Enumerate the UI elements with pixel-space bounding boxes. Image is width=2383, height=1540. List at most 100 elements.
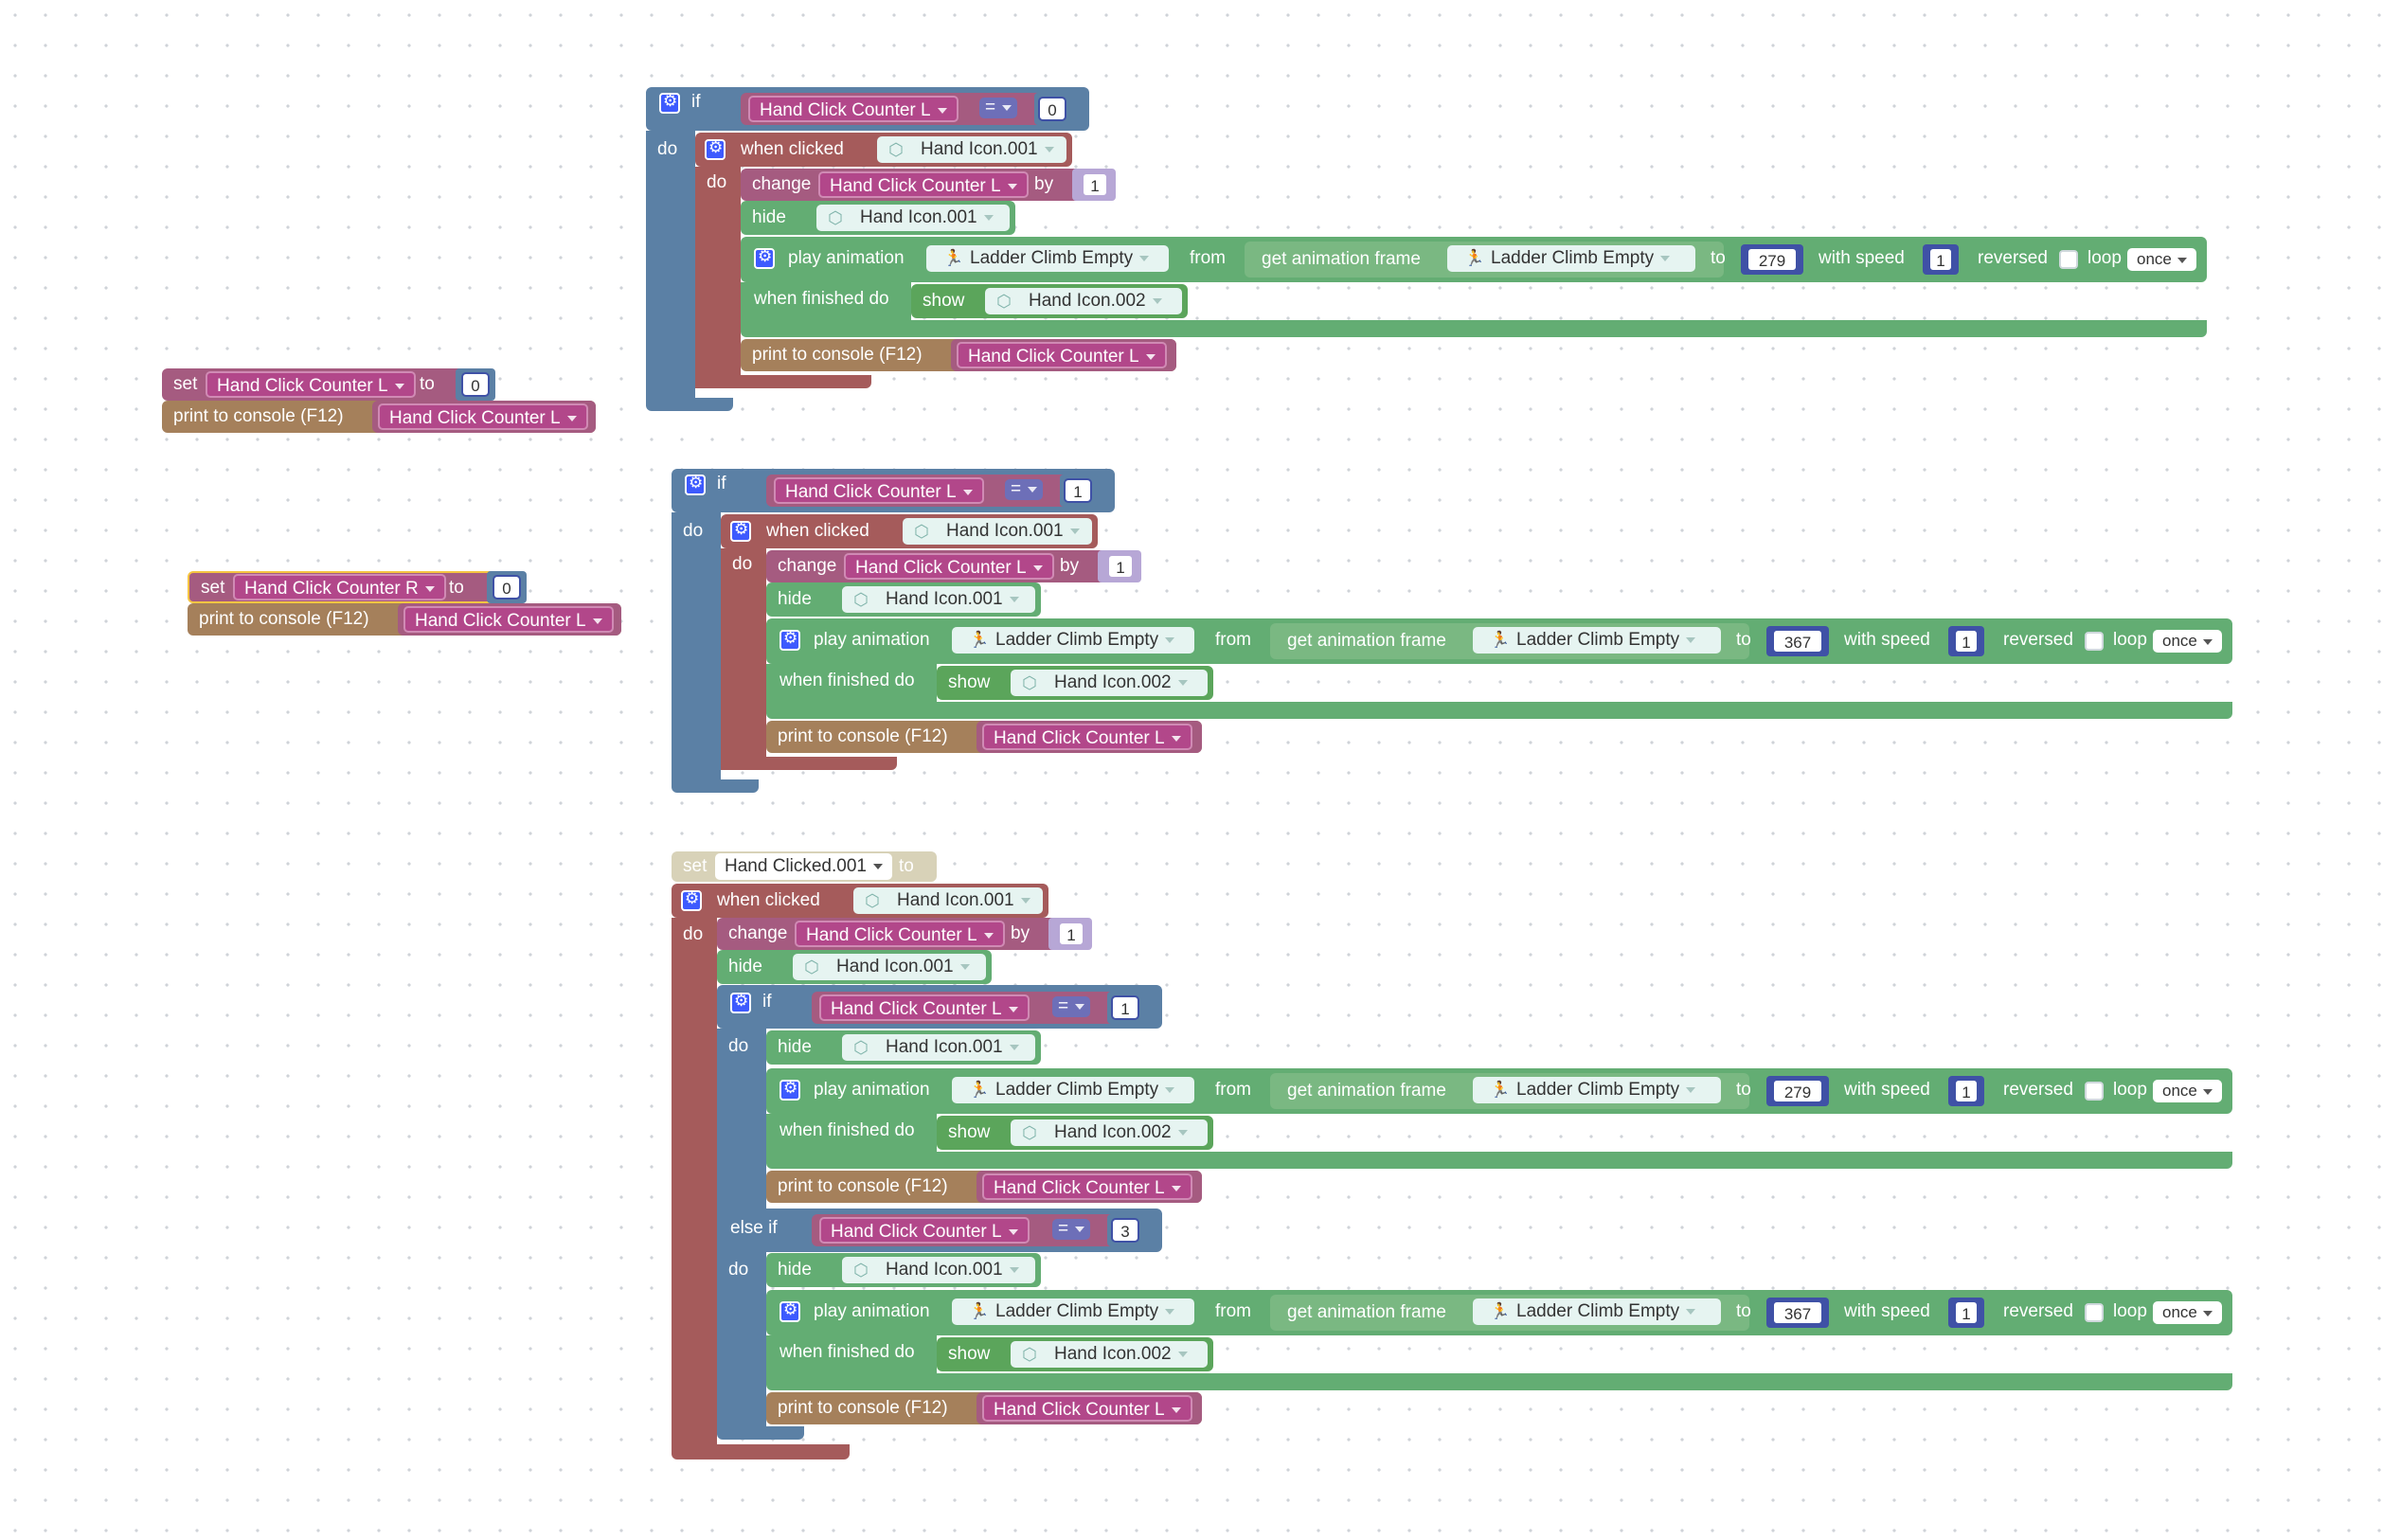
variable-dropdown[interactable]: Hand Click Counter L	[957, 342, 1167, 368]
number-input[interactable]: 279	[1747, 247, 1798, 272]
variable-dropdown[interactable]: Hand Click Counter L	[982, 724, 1192, 750]
number-input[interactable]: 1	[1111, 995, 1139, 1020]
show-block[interactable]: show Hand Icon.002 ⬡	[937, 1337, 1213, 1371]
gear-icon[interactable]	[754, 247, 775, 269]
change-block[interactable]: change Hand Click Counter L by 1	[717, 918, 1092, 950]
loop-dropdown[interactable]: once	[2153, 630, 2222, 653]
if-block[interactable]: if Hand Click Counter L = 1	[672, 469, 1115, 512]
gear-icon[interactable]	[705, 138, 726, 160]
number-input[interactable]: 0	[1038, 97, 1066, 121]
animation-dropdown[interactable]: Ladder Climb Empty	[1473, 1298, 1721, 1325]
reversed-checkbox[interactable]	[2085, 632, 2104, 651]
when-clicked-block[interactable]: when clicked Hand Icon.001 ⬡	[721, 514, 1098, 548]
number-input[interactable]: 0	[461, 372, 490, 397]
object-dropdown[interactable]: Hand Icon.001	[877, 136, 1066, 163]
when-clicked-block[interactable]: when clicked Hand Icon.001 ⬡	[672, 884, 1048, 918]
number-input[interactable]: 1	[1954, 1079, 1979, 1103]
object-dropdown[interactable]: Hand Icon.002	[1011, 1341, 1208, 1368]
animation-dropdown[interactable]: Ladder Climb Empty	[1447, 245, 1695, 272]
reversed-checkbox[interactable]	[2085, 1303, 2104, 1322]
operator-dropdown[interactable]: =	[1052, 1219, 1091, 1240]
gear-icon[interactable]	[779, 1079, 800, 1101]
animation-dropdown[interactable]: Ladder Climb Empty	[952, 627, 1194, 654]
gear-icon[interactable]	[779, 1300, 800, 1322]
loop-dropdown[interactable]: once	[2153, 1080, 2222, 1102]
gear-icon[interactable]	[779, 629, 800, 651]
variable-dropdown[interactable]: Hand Click Counter L	[982, 1395, 1192, 1422]
set-counter-r-block[interactable]: set Hand Click Counter R to 0	[188, 571, 527, 603]
variable-dropdown[interactable]: Hand Click Counter L	[818, 171, 1029, 198]
set-counter-l-block[interactable]: set Hand Click Counter L to 0	[162, 368, 495, 401]
show-block[interactable]: show Hand Icon.002 ⬡	[911, 284, 1188, 318]
hide-block[interactable]: hide Hand Icon.001 ⬡	[717, 950, 992, 984]
variable-dropdown[interactable]: Hand Click Counter L	[748, 96, 959, 122]
variable-dropdown[interactable]: Hand Click Counter L	[403, 606, 614, 633]
variable-dropdown[interactable]: Hand Click Counter L	[774, 477, 984, 504]
object-dropdown[interactable]: Hand Icon.001	[903, 518, 1092, 545]
hide-block[interactable]: hide Hand Icon.001 ⬡	[766, 1030, 1041, 1065]
print-block[interactable]: print to console (F12) Hand Click Counte…	[766, 1171, 1202, 1203]
operator-dropdown[interactable]: =	[979, 98, 1018, 118]
animation-dropdown[interactable]: Ladder Climb Empty	[1473, 1077, 1721, 1103]
number-input[interactable]: 0	[493, 575, 521, 600]
hide-block[interactable]: hide Hand Icon.001 ⬡	[766, 582, 1041, 617]
number-input[interactable]: 1	[1058, 922, 1084, 946]
object-dropdown[interactable]: Hand Icon.001	[793, 954, 986, 980]
operator-dropdown[interactable]: =	[1005, 479, 1044, 500]
loop-dropdown[interactable]: once	[2153, 1301, 2222, 1324]
gear-icon[interactable]	[730, 992, 751, 1013]
number-input[interactable]: 1	[1107, 554, 1134, 579]
gear-icon[interactable]	[681, 889, 702, 911]
hide-block[interactable]: hide Hand Icon.001 ⬡	[766, 1253, 1041, 1287]
number-input[interactable]: 1	[1064, 478, 1092, 503]
object-dropdown[interactable]: Hand Icon.002	[985, 288, 1182, 314]
print-block[interactable]: print to console (F12) Hand Click Counte…	[188, 603, 621, 636]
object-dropdown[interactable]: Hand Icon.002	[1011, 670, 1208, 696]
gear-icon[interactable]	[685, 474, 706, 495]
play-animation-block[interactable]: play animation Ladder Climb Empty 🏃 from…	[741, 237, 2207, 282]
number-input[interactable]: 1	[1954, 629, 1979, 654]
reversed-checkbox[interactable]	[2059, 250, 2078, 269]
show-block[interactable]: show Hand Icon.002 ⬡	[937, 1116, 1213, 1150]
change-block[interactable]: change Hand Click Counter L by 1	[766, 550, 1141, 582]
number-input[interactable]: 1	[1928, 247, 1953, 272]
object-dropdown[interactable]: Hand Icon.001	[816, 205, 1010, 231]
change-block[interactable]: change Hand Click Counter L by 1	[741, 169, 1116, 201]
play-animation-block[interactable]: play animation Ladder Climb Empty 🏃 from…	[766, 1068, 2232, 1114]
print-block[interactable]: print to console (F12) Hand Click Counte…	[741, 339, 1176, 371]
variable-dropdown[interactable]: Hand Click Counter L	[844, 553, 1054, 580]
animation-dropdown[interactable]: Ladder Climb Empty	[952, 1298, 1194, 1325]
if-block[interactable]: if Hand Click Counter L = 0	[646, 87, 1089, 131]
object-dropdown[interactable]: Hand Icon.001	[842, 586, 1035, 613]
variable-dropdown[interactable]: Hand Clicked.001	[715, 853, 892, 880]
number-input[interactable]: 367	[1772, 1300, 1823, 1325]
number-input[interactable]: 367	[1772, 629, 1823, 654]
if-block[interactable]: if Hand Click Counter L = 1	[717, 985, 1162, 1029]
variable-dropdown[interactable]: Hand Click Counter L	[795, 921, 1005, 947]
play-animation-block[interactable]: play animation Ladder Climb Empty 🏃 from…	[766, 618, 2232, 664]
hide-block[interactable]: hide Hand Icon.001 ⬡	[741, 201, 1015, 235]
operator-dropdown[interactable]: =	[1052, 996, 1091, 1017]
play-animation-block[interactable]: play animation Ladder Climb Empty 🏃 from…	[766, 1290, 2232, 1335]
variable-dropdown[interactable]: Hand Click Counter L	[206, 371, 416, 398]
variable-dropdown[interactable]: Hand Click Counter L	[378, 403, 588, 430]
animation-dropdown[interactable]: Ladder Climb Empty	[1473, 627, 1721, 654]
number-input[interactable]: 3	[1111, 1218, 1139, 1243]
print-block[interactable]: print to console (F12) Hand Click Counte…	[766, 1392, 1202, 1424]
print-block[interactable]: print to console (F12) Hand Click Counte…	[162, 401, 596, 433]
else-if-block[interactable]: else if Hand Click Counter L = 3	[717, 1209, 1162, 1252]
variable-dropdown[interactable]: Hand Click Counter L	[982, 1173, 1192, 1200]
number-input[interactable]: 1	[1954, 1300, 1979, 1325]
gear-icon[interactable]	[659, 92, 680, 114]
variable-dropdown[interactable]: Hand Click Counter R	[233, 574, 446, 600]
gear-icon[interactable]	[730, 520, 751, 542]
animation-dropdown[interactable]: Ladder Climb Empty	[952, 1077, 1194, 1103]
object-dropdown[interactable]: Hand Icon.002	[1011, 1119, 1208, 1146]
set-hand-clicked-block[interactable]: set Hand Clicked.001 to	[672, 851, 937, 882]
loop-dropdown[interactable]: once	[2127, 248, 2196, 271]
when-clicked-block[interactable]: when clicked Hand Icon.001 ⬡	[695, 133, 1072, 167]
reversed-checkbox[interactable]	[2085, 1082, 2104, 1101]
variable-dropdown[interactable]: Hand Click Counter L	[819, 994, 1030, 1021]
number-input[interactable]: 279	[1772, 1079, 1823, 1103]
object-dropdown[interactable]: Hand Icon.001	[853, 887, 1043, 914]
